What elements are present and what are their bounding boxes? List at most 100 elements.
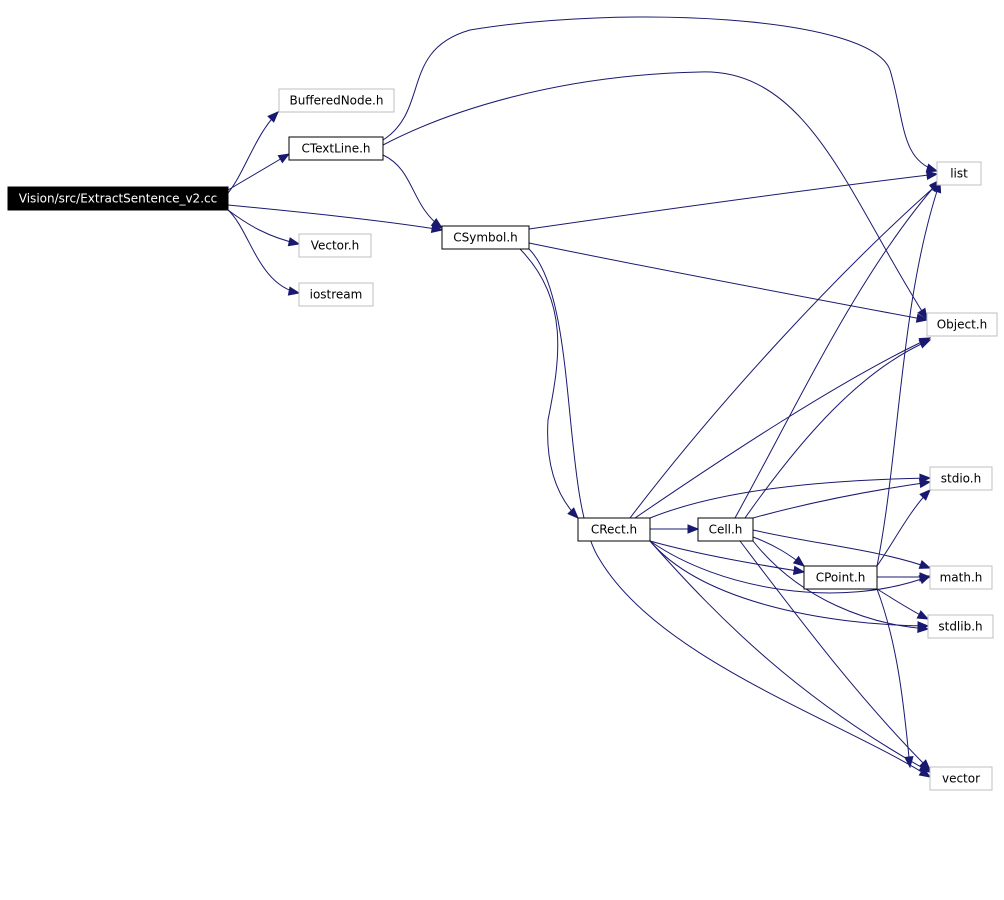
edge-csymbol-to-vector bbox=[528, 248, 932, 778]
node-iostream: iostream bbox=[298, 282, 374, 307]
edge-line bbox=[227, 153, 290, 191]
edge-line bbox=[382, 16, 938, 172]
arrowhead-icon bbox=[926, 170, 939, 180]
node-box bbox=[298, 282, 374, 307]
arrowhead-icon bbox=[919, 489, 931, 501]
edge-line bbox=[752, 481, 931, 519]
edge-line bbox=[734, 179, 941, 519]
arrowhead-icon bbox=[915, 313, 929, 323]
edge-line bbox=[649, 540, 929, 627]
node-box bbox=[278, 88, 395, 113]
node-csymbol[interactable]: CSymbol.h bbox=[441, 225, 530, 250]
edge-cell-to-stdio bbox=[752, 478, 932, 519]
edge-line bbox=[227, 111, 279, 194]
node-box bbox=[927, 614, 994, 639]
edge-line bbox=[752, 540, 929, 630]
edge-cell-to-vector bbox=[739, 540, 931, 771]
arrowhead-icon bbox=[917, 307, 928, 321]
node-box bbox=[441, 225, 530, 250]
edge-cell-to-list bbox=[734, 178, 941, 519]
node-box bbox=[936, 161, 982, 186]
arrowhead-icon bbox=[267, 111, 279, 123]
edge-line bbox=[649, 540, 805, 573]
edge-crect-to-cpoint bbox=[649, 540, 806, 576]
node-stdlib: stdlib.h bbox=[927, 614, 994, 639]
edge-root-to-vector_h bbox=[227, 209, 301, 247]
edge-line bbox=[876, 588, 911, 768]
edge-ctextline-to-list bbox=[382, 16, 939, 173]
edge-line bbox=[528, 173, 938, 230]
edge-line bbox=[528, 242, 928, 321]
edge-root-to-iostream bbox=[227, 209, 301, 296]
node-label: CTextLine.h bbox=[301, 142, 370, 156]
node-label: vector bbox=[942, 772, 980, 786]
edge-line bbox=[382, 71, 928, 320]
node-label: Vision/src/ExtractSentence_v2.cc bbox=[19, 192, 217, 206]
node-box bbox=[929, 766, 993, 791]
edge-root-to-ctextline bbox=[227, 153, 291, 191]
edge-line bbox=[876, 489, 931, 567]
arrowhead-icon bbox=[430, 218, 444, 229]
node-label: CPoint.h bbox=[816, 571, 866, 585]
node-box bbox=[926, 312, 998, 337]
edge-root-to-csymbol bbox=[227, 204, 444, 234]
arrowhead-icon bbox=[919, 759, 931, 771]
arrowhead-icon bbox=[904, 756, 914, 769]
node-crect[interactable]: CRect.h bbox=[577, 517, 651, 542]
node-vector-h: Vector.h bbox=[298, 233, 372, 258]
edge-csymbol-to-crect bbox=[519, 248, 579, 519]
edge-line bbox=[744, 339, 931, 519]
edge-line bbox=[227, 209, 300, 294]
arrowhead-icon bbox=[287, 286, 301, 296]
edge-cpoint-to-list bbox=[876, 180, 942, 567]
arrowhead-icon bbox=[277, 153, 291, 164]
node-box bbox=[929, 565, 993, 590]
node-cell[interactable]: Cell.h bbox=[697, 517, 754, 542]
edge-line bbox=[528, 248, 931, 778]
edge-line bbox=[227, 209, 300, 245]
node-box bbox=[298, 233, 372, 258]
edge-line bbox=[227, 204, 443, 231]
edge-line bbox=[739, 540, 931, 771]
node-vector: vector bbox=[929, 766, 993, 791]
arrowhead-icon bbox=[918, 559, 932, 569]
edge-crect-to-vector bbox=[649, 540, 932, 773]
arrowhead-icon bbox=[792, 555, 806, 567]
node-label: list bbox=[950, 167, 968, 181]
edge-line bbox=[634, 337, 931, 519]
node-root[interactable]: Vision/src/ExtractSentence_v2.cc bbox=[7, 186, 229, 211]
node-label: CSymbol.h bbox=[453, 231, 518, 245]
arrowhead-icon bbox=[919, 572, 932, 582]
edge-crect-to-list bbox=[629, 181, 942, 519]
arrowhead-icon bbox=[918, 478, 932, 489]
node-label: Cell.h bbox=[709, 523, 743, 537]
edge-csymbol-to-list bbox=[528, 170, 939, 230]
edge-cell-to-cpoint bbox=[752, 536, 806, 567]
arrowhead-icon bbox=[918, 767, 932, 778]
edges bbox=[227, 16, 942, 778]
node-math: math.h bbox=[929, 565, 993, 590]
edge-line bbox=[752, 529, 931, 569]
edge-cell-to-stdlib bbox=[752, 540, 930, 634]
node-cpoint[interactable]: CPoint.h bbox=[803, 565, 878, 590]
node-ctextline[interactable]: CTextLine.h bbox=[288, 136, 384, 161]
node-bufferednode: BufferedNode.h bbox=[278, 88, 395, 113]
edge-line bbox=[629, 181, 941, 519]
node-label: iostream bbox=[310, 288, 363, 302]
node-box bbox=[7, 186, 229, 211]
arrowhead-icon bbox=[567, 507, 579, 519]
node-box bbox=[697, 517, 754, 542]
edge-line bbox=[649, 477, 931, 519]
edge-cpoint-to-stdio bbox=[876, 489, 931, 567]
arrowhead-icon bbox=[792, 565, 806, 576]
edge-cell-to-object bbox=[744, 339, 932, 519]
edge-root-to-bufferednode bbox=[227, 111, 279, 194]
node-box bbox=[577, 517, 651, 542]
arrowhead-icon bbox=[917, 623, 930, 634]
edge-line bbox=[649, 540, 931, 773]
arrowhead-icon bbox=[916, 610, 930, 620]
edge-line bbox=[519, 248, 579, 519]
edge-csymbol-to-object bbox=[528, 242, 929, 323]
node-box bbox=[929, 466, 993, 491]
arrowhead-icon bbox=[918, 339, 932, 349]
